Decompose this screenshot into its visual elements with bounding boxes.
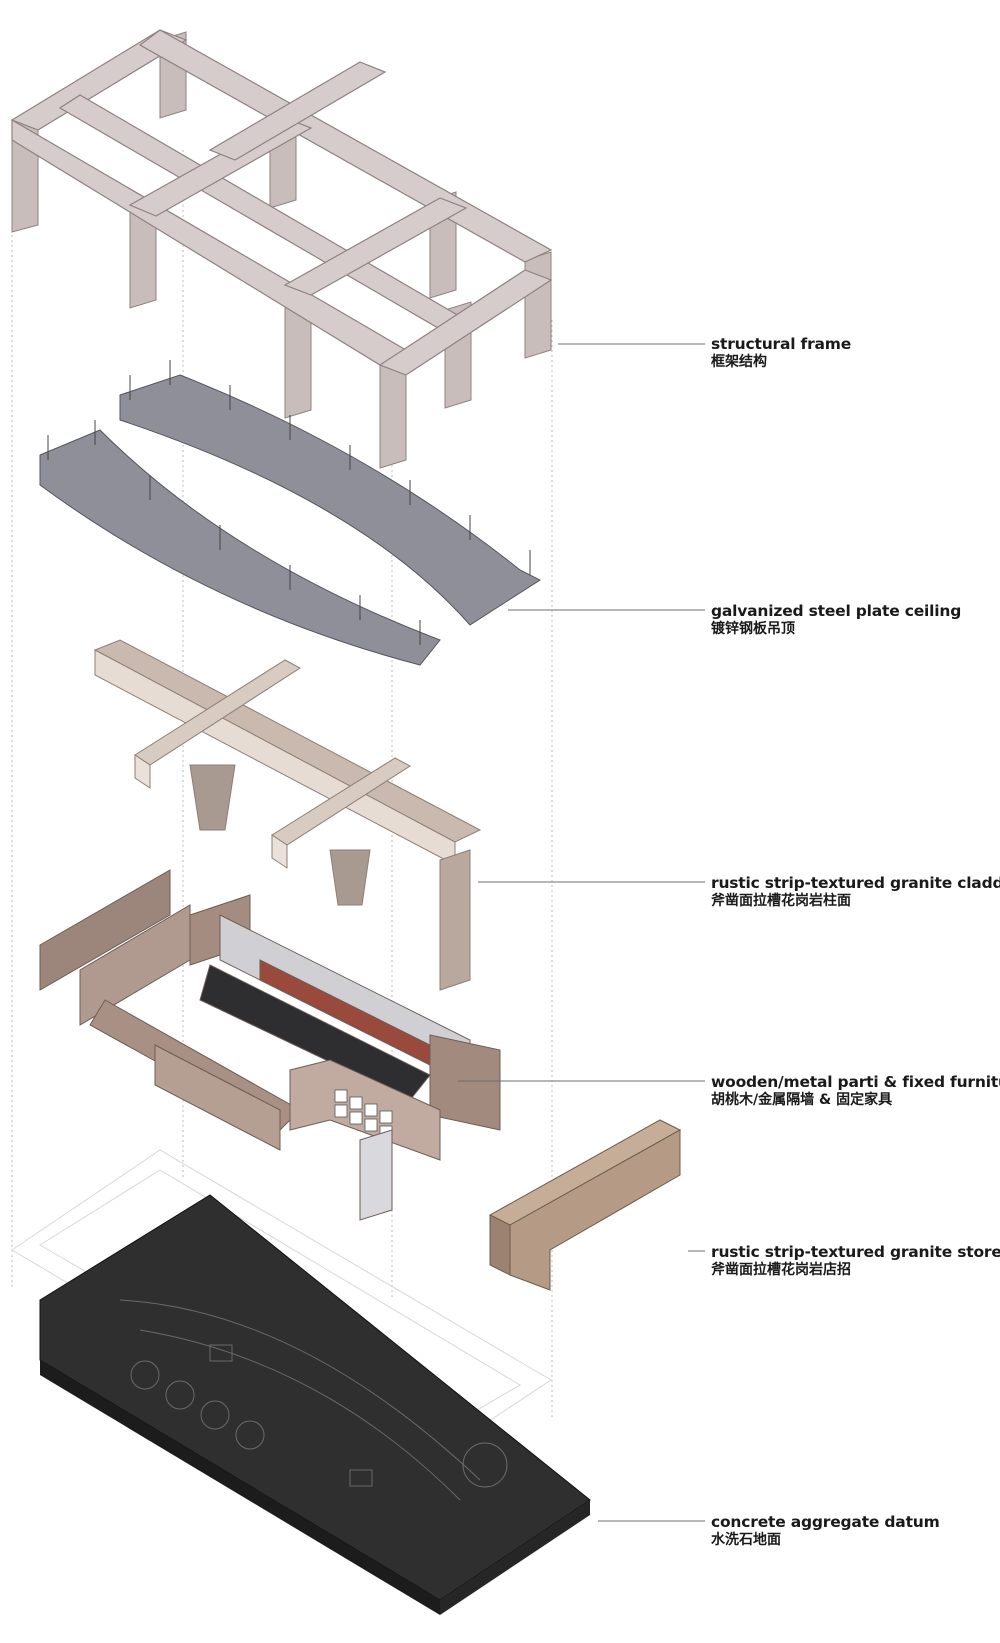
- datum-layer: [11, 1149, 591, 1615]
- label-granite-cladding: rustic strip-textured granite cladding 斧…: [711, 874, 1000, 911]
- label-zh: 斧凿面拉槽花岗岩店招: [711, 1262, 851, 1279]
- label-en: structural frame: [711, 335, 852, 353]
- label-en: rustic strip-textured granite cladding: [711, 874, 1000, 892]
- structural-frame-layer: [10, 29, 553, 469]
- label-storefront: rustic strip-textured granite storefront…: [711, 1243, 1000, 1280]
- steel-ceiling-layer: [39, 360, 542, 666]
- label-zh: 镀锌钢板吊顶: [711, 621, 795, 638]
- granite-cladding-layer: [93, 639, 482, 991]
- label-en: wooden/metal parti & fixed furniture: [711, 1073, 1000, 1091]
- label-en: concrete aggregate datum: [711, 1513, 940, 1531]
- label-datum: concrete aggregate datum 水洗石地面: [711, 1513, 940, 1550]
- label-zh: 胡桃木/金属隔墙 & 固定家具: [711, 1092, 893, 1109]
- label-zh: 水洗石地面: [711, 1532, 781, 1549]
- label-en: galvanized steel plate ceiling: [711, 602, 962, 620]
- label-structural-frame: structural frame 框架结构: [711, 335, 851, 372]
- label-zh: 斧凿面拉槽花岗岩柱面: [711, 893, 851, 910]
- label-furniture: wooden/metal parti & fixed furniture 胡桃木…: [711, 1073, 1000, 1110]
- label-steel-ceiling: galvanized steel plate ceiling 镀锌钢板吊顶: [711, 602, 961, 639]
- label-zh: 框架结构: [711, 354, 767, 371]
- furniture-layer: [39, 869, 501, 1221]
- storefront-layer: [488, 1119, 682, 1291]
- label-en: rustic strip-textured granite storefront: [711, 1243, 1000, 1261]
- leader-lines: [458, 343, 705, 1522]
